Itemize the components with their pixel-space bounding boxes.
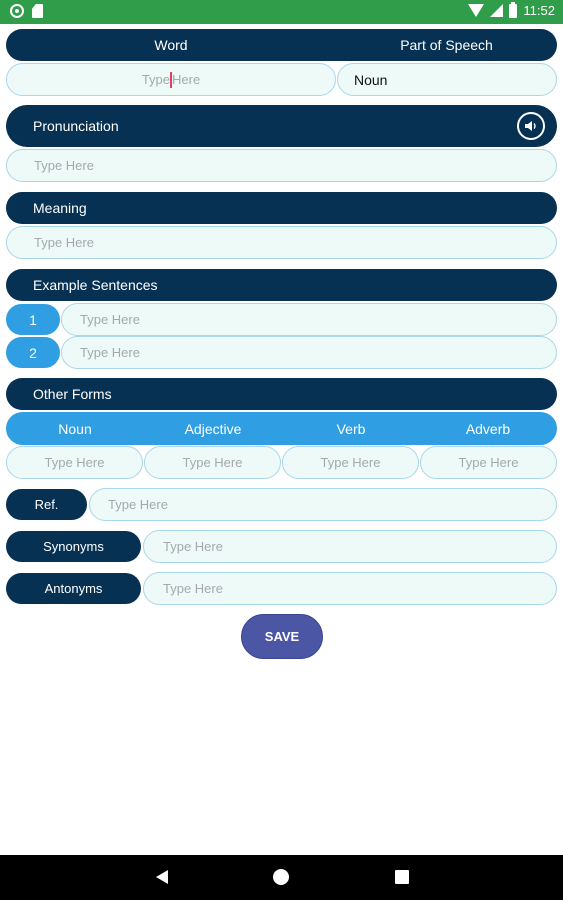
- adverb-form-input[interactable]: Type Here: [420, 446, 557, 479]
- example-number-1: 1: [6, 304, 60, 335]
- antonyms-label-pill: Antonyms: [6, 573, 141, 604]
- ref-label-pill: Ref.: [6, 489, 87, 520]
- example-placeholder: Type Here: [80, 312, 140, 327]
- form-column-adverb: Adverb: [465, 421, 511, 437]
- synonyms-placeholder: Type Here: [163, 539, 223, 554]
- meaning-header: Meaning: [6, 192, 557, 224]
- pronunciation-header: Pronunciation: [6, 105, 557, 147]
- part-of-speech-value: Noun: [354, 71, 388, 88]
- word-placeholder-start: Type: [141, 72, 170, 87]
- example-input-2[interactable]: Type Here: [61, 336, 557, 369]
- meaning-label: Meaning: [33, 200, 87, 216]
- synonyms-input[interactable]: Type Here: [143, 530, 557, 563]
- status-time: 11:52: [523, 3, 555, 18]
- ref-placeholder: Type Here: [108, 497, 168, 512]
- text-cursor: [170, 71, 172, 88]
- meaning-placeholder: Type Here: [34, 235, 94, 250]
- adjective-form-input[interactable]: Type Here: [144, 446, 281, 479]
- form-placeholder: Type Here: [458, 455, 519, 470]
- meaning-input[interactable]: Type Here: [6, 226, 557, 259]
- signal-icon: [490, 4, 504, 17]
- form-placeholder: Type Here: [182, 455, 243, 470]
- other-forms-header: Other Forms: [6, 378, 557, 410]
- noun-form-input[interactable]: Type Here: [6, 446, 143, 479]
- example-number-text: 2: [29, 344, 37, 361]
- example-input-1[interactable]: Type Here: [61, 303, 557, 336]
- navigation-bar: [0, 855, 563, 900]
- word-placeholder-end: Here: [172, 72, 201, 87]
- antonyms-input[interactable]: Type Here: [143, 572, 557, 605]
- sd-card-icon: [32, 4, 43, 18]
- part-of-speech-label: Part of Speech: [400, 37, 493, 53]
- synonyms-label-pill: Synonyms: [6, 531, 141, 562]
- wifi-icon: [468, 4, 485, 17]
- verb-form-input[interactable]: Type Here: [282, 446, 419, 479]
- status-bar: 11:52: [0, 0, 563, 24]
- form-column-noun: Noun: [58, 421, 92, 437]
- save-button[interactable]: SAVE: [241, 614, 323, 659]
- other-forms-label: Other Forms: [33, 386, 112, 402]
- form-column-adjective: Adjective: [184, 421, 242, 437]
- battery-icon: [509, 1, 518, 18]
- synonyms-label: Synonyms: [43, 539, 104, 554]
- pronunciation-label: Pronunciation: [33, 118, 119, 134]
- home-icon[interactable]: [273, 869, 289, 885]
- notification-icon: [10, 4, 24, 18]
- word-label: Word: [154, 37, 188, 53]
- example-number-text: 1: [29, 311, 37, 328]
- example-sentences-header: Example Sentences: [6, 269, 557, 301]
- ref-input[interactable]: Type Here: [89, 488, 557, 521]
- form-placeholder: Type Here: [320, 455, 381, 470]
- part-of-speech-select[interactable]: Noun: [337, 63, 557, 96]
- speaker-icon[interactable]: [517, 112, 545, 140]
- form-placeholder: Type Here: [44, 455, 105, 470]
- pronunciation-placeholder: Type Here: [34, 158, 94, 173]
- form-column-verb: Verb: [336, 421, 366, 437]
- example-sentences-label: Example Sentences: [33, 277, 158, 293]
- other-forms-columns: Noun Adjective Verb Adverb: [6, 412, 557, 445]
- word-header: Word Part of Speech: [6, 29, 557, 61]
- ref-label: Ref.: [34, 497, 59, 512]
- recent-apps-icon[interactable]: [395, 870, 409, 884]
- antonyms-label: Antonyms: [44, 581, 103, 596]
- example-placeholder: Type Here: [80, 345, 140, 360]
- example-number-2: 2: [6, 337, 60, 368]
- pronunciation-input[interactable]: Type Here: [6, 149, 557, 182]
- back-icon[interactable]: [156, 870, 168, 884]
- antonyms-placeholder: Type Here: [163, 581, 223, 596]
